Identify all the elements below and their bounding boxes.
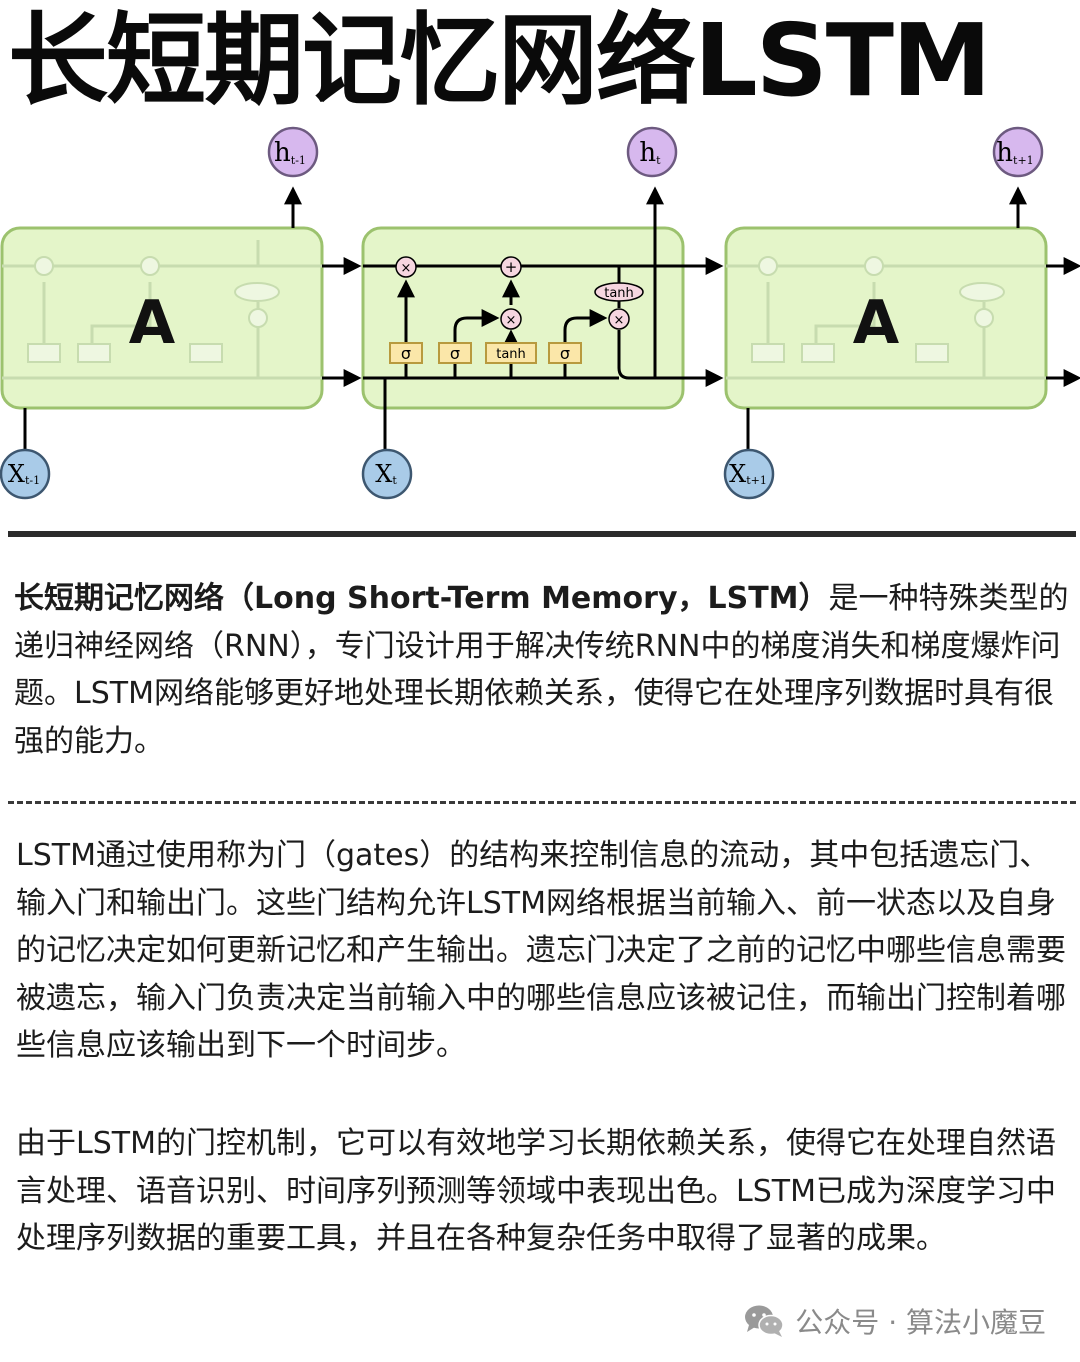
svg-text:tanh: tanh [496,347,526,362]
op-add: + [500,256,522,278]
output-node-h-current: ht [626,126,678,178]
svg-text:×: × [506,313,517,328]
svg-text:σ: σ [560,344,570,363]
intro-lead: 长短期记忆网络（Long Short-Term Memory，LSTM） [14,581,829,616]
input-node-x-current: Xt [361,448,413,500]
op-multiply-forget: × [395,256,417,278]
output-node-h-next: ht+1 [992,126,1044,178]
svg-text:ht-1: ht-1 [274,138,306,168]
gate-tanh-candidate: tanh [485,342,537,364]
lstm-cell-current: σ σ tanh σ × + × × [361,186,724,455]
gate-sigma-forget: σ [389,342,423,364]
section-divider [8,531,1076,537]
svg-text:σ: σ [450,344,460,363]
cell-label: A [129,288,176,358]
op-multiply-output: × [608,308,630,330]
svg-text:tanh: tanh [604,286,634,301]
svg-text:+: + [505,258,518,276]
watermark: 公众号 · 算法小魔豆 [743,1298,1046,1344]
dashed-divider [8,801,1076,804]
lstm-diagram: A [0,126,1080,500]
svg-text:Xt-1: Xt-1 [8,460,40,488]
svg-text:ht+1: ht+1 [996,138,1033,168]
gate-sigma-output: σ [548,342,582,364]
svg-text:×: × [614,313,625,328]
gate-sigma-input: σ [438,342,472,364]
op-multiply-input: × [500,308,522,330]
input-node-x-prev: Xt-1 [0,448,51,500]
svg-text:ht: ht [639,138,661,168]
lstm-cell-next: A [724,226,1048,410]
page-title: 长短期记忆网络LSTM [8,2,991,119]
gates-paragraph: LSTM通过使用称为门（gates）的结构来控制信息的流动，其中包括遗忘门、输入… [16,838,1066,1063]
watermark-text: 公众号 · 算法小魔豆 [795,1306,1046,1339]
op-tanh-output: tanh [594,282,644,302]
input-node-x-next: Xt+1 [723,448,775,500]
svg-text:Xt: Xt [375,460,397,488]
wechat-icon [745,1305,785,1337]
svg-text:×: × [401,261,412,276]
intro-rest: 是一种特殊类型的递归神经网络（RNN），专门设计用于解决传统RNN中的梯度消失和… [14,581,1069,759]
lstm-cell-previous: A [0,226,324,410]
cell-label: A [853,288,900,358]
output-node-h-prev: ht-1 [267,126,319,178]
cell-box [361,226,685,410]
summary-paragraph: 由于LSTM的门控机制，它可以有效地学习长期依赖关系，使得它在处理自然语言处理、… [16,1126,1056,1256]
connector-arrows [23,186,1080,455]
intro-paragraph: 长短期记忆网络（Long Short-Term Memory，LSTM）是一种特… [14,575,1074,765]
svg-text:Xt+1: Xt+1 [729,460,767,488]
svg-text:σ: σ [401,344,411,363]
